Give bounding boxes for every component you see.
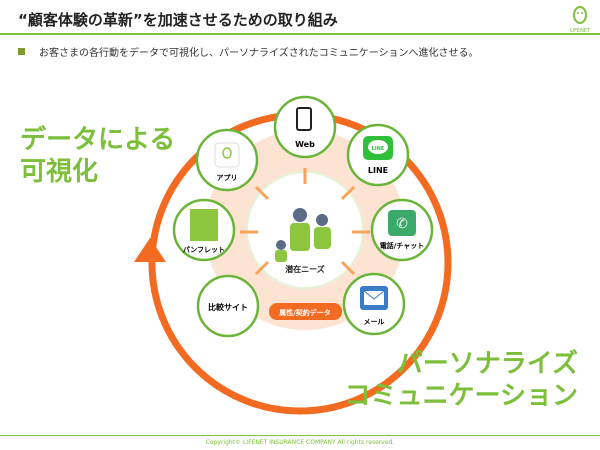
left-heading: データによる可視化 bbox=[20, 125, 176, 187]
bidirectional-arrows-icon bbox=[240, 168, 370, 276]
svg-text:属性/契約データ: 属性/契約データ bbox=[279, 308, 331, 317]
svg-text:パンフレット: パンフレット bbox=[183, 245, 225, 254]
pamphlet-icon bbox=[190, 209, 218, 241]
channel-pamphlet: パンフレット bbox=[172, 198, 236, 262]
channel-mail: メール bbox=[342, 272, 406, 336]
cycle-arrowhead bbox=[134, 238, 166, 262]
svg-text:Web: Web bbox=[295, 140, 315, 149]
channel-line: LINE LINE bbox=[346, 123, 410, 187]
svg-text:アプリ: アプリ bbox=[217, 173, 238, 182]
family-illustration-icon bbox=[275, 208, 331, 262]
data-badge: 属性/契約データ bbox=[269, 303, 342, 320]
copyright: Copyright© LIFENET INSURANCE COMPANY All… bbox=[205, 439, 395, 446]
svg-text:電話/チャット: 電話/チャット bbox=[380, 241, 425, 250]
svg-text:比較サイト: 比較サイト bbox=[208, 302, 248, 312]
right-heading: パーソナライズコミュニケーション bbox=[344, 349, 578, 411]
header-divider bbox=[0, 33, 600, 35]
svg-text:LINE: LINE bbox=[372, 146, 385, 152]
svg-text:メール: メール bbox=[364, 318, 385, 326]
svg-text:LIFENET: LIFENET bbox=[570, 28, 591, 34]
channel-web: Web bbox=[273, 95, 337, 159]
bullet-text: お客さまの各行動をデータで可視化し、パーソナライズされたコミュニケーションへ進化… bbox=[39, 48, 479, 59]
page-title: “顧客体験の革新”を加速させるための取り組み bbox=[18, 11, 338, 29]
channel-comparison-site: 比較サイト bbox=[196, 274, 260, 338]
bullet-square-icon bbox=[18, 48, 25, 55]
smartphone-icon bbox=[296, 107, 312, 131]
center-label: 潜在ニーズ bbox=[285, 264, 325, 274]
channel-app: アプリ bbox=[195, 128, 259, 192]
footer-divider bbox=[0, 435, 600, 436]
channel-phone-chat: ✆ 電話/チャット bbox=[370, 198, 434, 262]
svg-text:LINE: LINE bbox=[368, 166, 388, 175]
svg-text:✆: ✆ bbox=[396, 216, 408, 232]
bullet-point: お客さまの各行動をデータで可視化し、パーソナライズされたコミュニケーションへ進化… bbox=[18, 44, 479, 59]
lifenet-logo: LIFENET bbox=[570, 6, 591, 34]
app-icon bbox=[214, 142, 240, 168]
phone-icon bbox=[388, 210, 416, 236]
